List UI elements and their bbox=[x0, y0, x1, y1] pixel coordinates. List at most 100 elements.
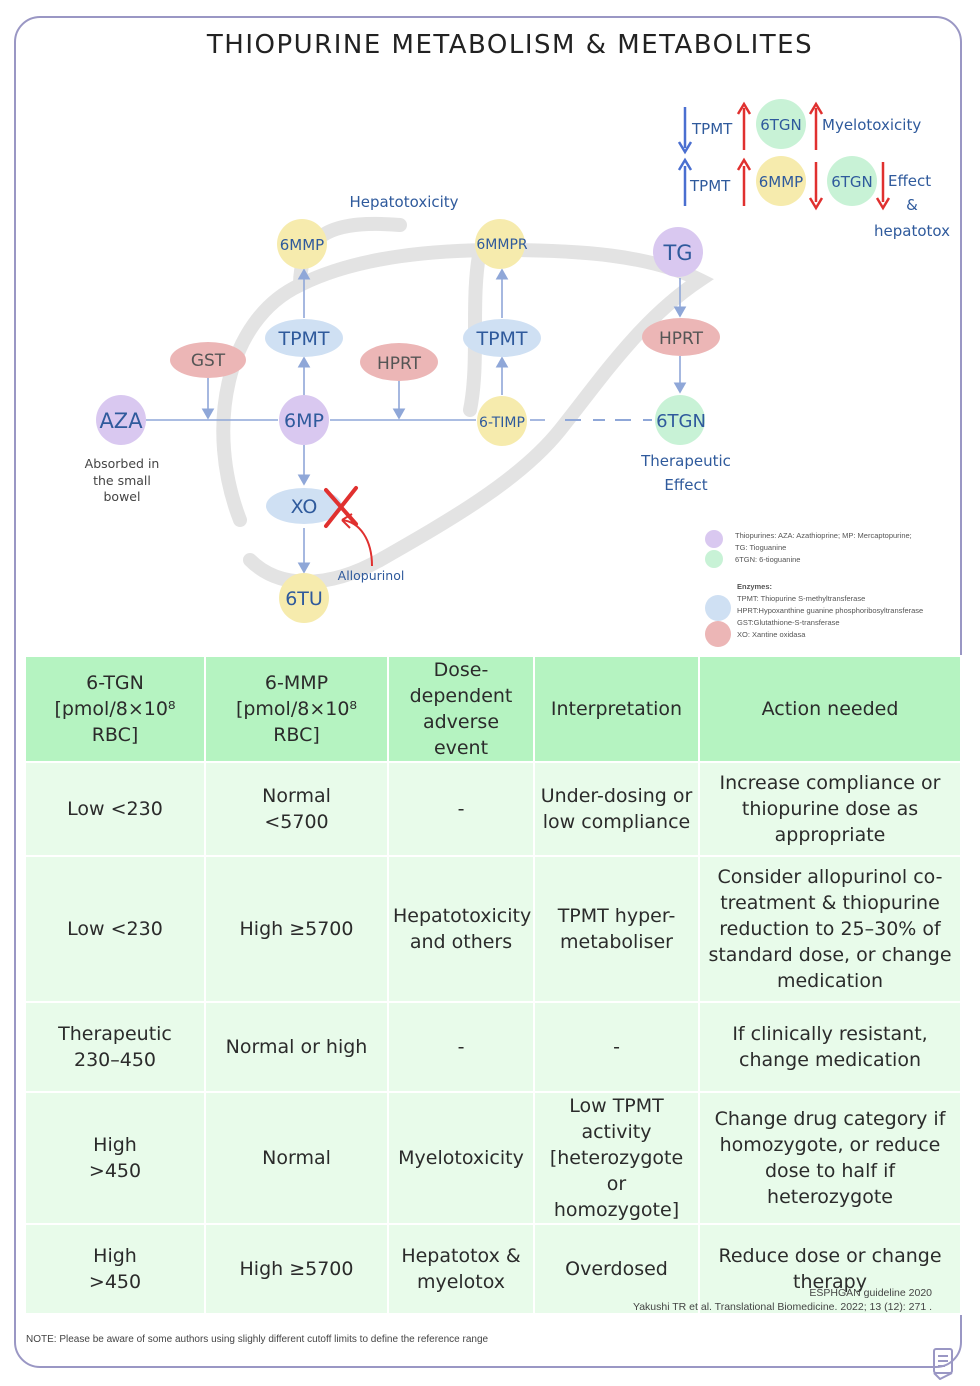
pathway-lines bbox=[146, 268, 687, 574]
node-tpmt-right: TPMT bbox=[463, 319, 541, 357]
legend-enzymes-header: Enzymes: bbox=[737, 582, 773, 591]
table-cell: High >450 bbox=[24, 1223, 206, 1315]
table-cell: Low <230 bbox=[24, 761, 206, 857]
arrow-up-icon bbox=[736, 101, 752, 150]
reference-2: Yakushi TR et al. Translational Biomedic… bbox=[632, 1301, 932, 1313]
absorbed-label-1: Absorbed in bbox=[85, 456, 160, 471]
table-cell: High ≥5700 bbox=[204, 855, 389, 1003]
node-6tgn: 6TGN bbox=[655, 395, 706, 445]
svg-text:6TGN: 6TGN bbox=[656, 411, 706, 432]
key-effect: Effect bbox=[888, 172, 931, 190]
svg-text:TG: TG bbox=[662, 241, 692, 265]
reference-table: 6-TGN[pmol/8×10⁸ RBC]6-MMP[pmol/8×10⁸ RB… bbox=[24, 655, 962, 1315]
legend-thiopurine-line-3: 6TGN: 6-tioguanine bbox=[735, 555, 801, 564]
cell-line: homozygote] bbox=[553, 1199, 680, 1221]
header-line: adverse event bbox=[422, 711, 500, 759]
cell-line: High bbox=[93, 1245, 137, 1267]
svg-text:TPMT: TPMT bbox=[277, 328, 329, 350]
cell-line: Normal bbox=[262, 1147, 331, 1169]
node-tpmt-left: TPMT bbox=[265, 319, 343, 357]
legend-enzyme-line-3: GST:Glutathione-S-transferase bbox=[737, 618, 840, 627]
node-tg: TG bbox=[653, 227, 703, 277]
cell-line: dose to half if heterozygote bbox=[764, 1160, 896, 1208]
header-line: Interpretation bbox=[550, 698, 683, 720]
node-aza: AZA bbox=[96, 395, 146, 445]
cell-line: change medication bbox=[739, 1049, 921, 1071]
key-6mmp: 6MMP bbox=[759, 173, 803, 191]
page-title: THIOPURINE METABOLISM & METABOLITES bbox=[206, 30, 814, 60]
key-hepatotox: hepatotox bbox=[874, 222, 950, 240]
svg-text:6MP: 6MP bbox=[284, 410, 324, 432]
svg-text:6TU: 6TU bbox=[285, 588, 323, 610]
table-cell: - bbox=[387, 761, 535, 857]
node-6mmp: 6MMP bbox=[277, 219, 327, 269]
cell-line: Myelotoxicity bbox=[398, 1147, 524, 1169]
legend-thiopurine-dot bbox=[705, 530, 723, 548]
absorbed-label-3: bowel bbox=[104, 489, 141, 504]
table-cell: Normal or high bbox=[204, 1001, 389, 1093]
legend: Thiopurines: AZA: Azathioprine; MP: Merc… bbox=[705, 530, 955, 649]
cell-line: [heterozygote or bbox=[549, 1147, 684, 1195]
reference-1: ESPHGAN guideline 2020 bbox=[809, 1287, 932, 1299]
legend-thiopurine-line-2: TG: Tioguanine bbox=[735, 543, 787, 552]
arrow-up-icon bbox=[808, 101, 824, 150]
cell-line: High ≥5700 bbox=[239, 1258, 354, 1280]
allopurinol-arrowhead bbox=[341, 513, 353, 529]
allopurinol-label: Allopurinol bbox=[338, 568, 405, 583]
cell-line: appropriate bbox=[774, 824, 886, 846]
cell-line: standard dose, or change bbox=[708, 944, 952, 966]
cell-line: metaboliser bbox=[560, 931, 673, 953]
key-6tgn-2: 6TGN bbox=[831, 173, 873, 191]
cell-line: Low <230 bbox=[67, 798, 163, 820]
cell-line: >450 bbox=[88, 1160, 142, 1182]
table-header-cell: Interpretation bbox=[533, 655, 700, 763]
legend-enzyme-line-4: XO: Xantine oxidasa bbox=[737, 630, 806, 639]
legend-tgn-dot bbox=[705, 550, 723, 568]
header-line: 6-TGN bbox=[86, 672, 144, 694]
legend-thiopurines: Thiopurines: AZA: Azathioprine; MP: Merc… bbox=[705, 530, 955, 568]
legend-enzyme-red bbox=[705, 621, 731, 647]
cell-line: >450 bbox=[88, 1271, 142, 1293]
key-row-2: TPMT 6MMP 6TGN Effect & hepatotox bbox=[677, 156, 950, 240]
table-cell: Normal<5700 bbox=[204, 761, 389, 857]
arrow-down-icon bbox=[677, 107, 693, 155]
header-line: [pmol/8×10⁸ RBC] bbox=[54, 698, 176, 746]
table-cell: Myelotoxicity bbox=[387, 1091, 535, 1225]
cell-line: reduction to 25–30% of bbox=[719, 918, 941, 940]
svg-text:AZA: AZA bbox=[99, 409, 143, 433]
arrow-up-icon bbox=[736, 157, 752, 206]
cell-line: Increase compliance or bbox=[719, 772, 941, 794]
cell-line: Reduce dose or change bbox=[718, 1245, 942, 1267]
node-6mmpr: 6MMPR bbox=[475, 219, 528, 269]
cell-line: therapy bbox=[793, 1271, 867, 1293]
legend-thiopurine-line-1: Thiopurines: AZA: Azathioprine; MP: Merc… bbox=[735, 531, 912, 540]
legend-enzyme-blue bbox=[705, 595, 731, 621]
key-tpmt-1: TPMT bbox=[691, 120, 733, 138]
therapeutic-label-2: Effect bbox=[664, 476, 707, 494]
table-cell: - bbox=[387, 1001, 535, 1093]
table-header-row: 6-TGN[pmol/8×10⁸ RBC]6-MMP[pmol/8×10⁸ RB… bbox=[24, 655, 962, 763]
cell-line: - bbox=[457, 1036, 465, 1058]
node-xo: XO bbox=[266, 488, 342, 524]
therapeutic-label-1: Therapeutic bbox=[640, 452, 731, 470]
table-cell: Hepatotox &myelotox bbox=[387, 1223, 535, 1315]
cell-line: Change drug category if bbox=[714, 1108, 946, 1130]
table-cell: Reduce dose or change therapy bbox=[698, 1223, 962, 1315]
table-cell: TPMT hyper-metaboliser bbox=[533, 855, 700, 1003]
allopurinol-arrow bbox=[341, 519, 373, 567]
cell-line: Overdosed bbox=[565, 1258, 668, 1280]
cell-line: - bbox=[613, 1036, 620, 1058]
cell-line: TPMT hyper- bbox=[557, 905, 676, 927]
table-cell: Normal bbox=[204, 1091, 389, 1225]
cell-line: <5700 bbox=[264, 811, 329, 833]
